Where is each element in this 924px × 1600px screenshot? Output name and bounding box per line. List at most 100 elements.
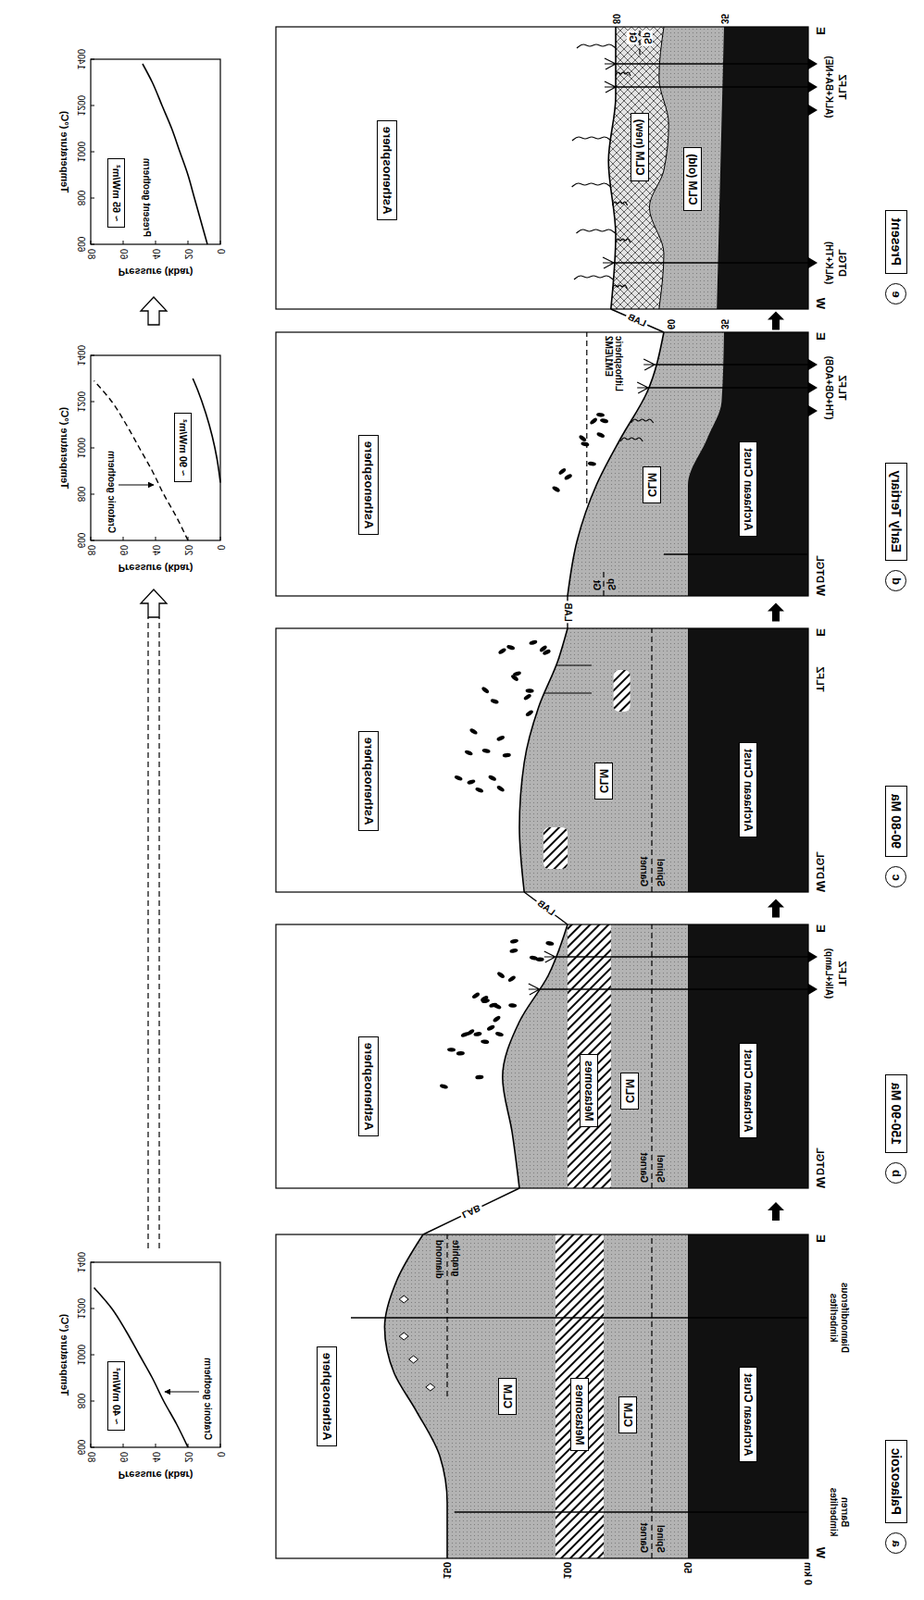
axis-tick: 1200 [74, 95, 87, 116]
magma-type-label: (ALK+TH) [823, 241, 835, 285]
axis-tick: 1400 [74, 49, 87, 70]
curve-label: Present geotherm [140, 158, 152, 238]
node-label: b [887, 1164, 907, 1185]
depth-mark: 35 [718, 319, 730, 330]
node-label: Metasomes [582, 1061, 596, 1122]
axis-tick: 1200 [74, 1298, 87, 1320]
side-letter: W [813, 1548, 828, 1560]
time-slice-section [275, 1235, 809, 1560]
depth-mark: 60 [664, 319, 676, 330]
fault-zone-label: DTGL [814, 851, 827, 880]
mantle-label-box: CLM [498, 1378, 517, 1416]
depth-mark: 80 [610, 13, 622, 25]
axis-tick: 1400 [74, 345, 87, 366]
fault-zone-label: TLFZ [836, 961, 850, 987]
axis-tick: 60 [117, 545, 129, 556]
axis-title: Temperature (°C) [59, 407, 72, 490]
axis-tick: 20 [182, 249, 194, 260]
time-arrow [140, 297, 167, 1249]
time-slice-section [275, 26, 818, 310]
axis-tick: 0 [214, 545, 226, 551]
time-slice-section [275, 924, 818, 1189]
axis-tick: 800 [74, 1394, 87, 1411]
magma-type-label: (ALK+BA+NE) [823, 55, 835, 118]
side-letter: E [813, 924, 828, 934]
axis-tick: 40 [149, 249, 162, 260]
panel-letter-circle: d [886, 571, 908, 593]
facies-label: Garnet [637, 1151, 650, 1186]
node-label: d [887, 572, 907, 592]
mantle-label-box: CLM (new) [630, 112, 650, 183]
panel-letter-circle: a [886, 1534, 908, 1556]
side-letter: W [813, 881, 828, 893]
curve-label: Cratonic geotherm [105, 450, 117, 534]
axis-tick: 1000 [74, 141, 87, 163]
fault-zone-label: DTGL [814, 555, 827, 584]
period-title-box: Early Tertiary [885, 462, 909, 562]
pt-plot [90, 1262, 221, 1449]
time-slice-section [275, 628, 809, 893]
facies-label: Garnet [637, 855, 650, 889]
node-label: ~ 40 mW/m² [110, 1368, 123, 1425]
metasome-label-box: Metasomes [579, 1054, 599, 1128]
magma-type-label: (TH+OB+AOB) [823, 356, 835, 421]
side-letter: E [813, 1235, 828, 1244]
mantle-label-box: CLM [620, 1073, 639, 1111]
lab-label: LAB [458, 1201, 484, 1222]
heat-flow-box: ~ 65 mW/m² [107, 158, 125, 228]
node-label: CLM [500, 1385, 514, 1410]
node-label: Archaean Crust [741, 448, 755, 531]
node-label: Early Tertiary [888, 471, 905, 553]
axis-tick: 80 [85, 1452, 97, 1463]
facies-label: Spinel [654, 1153, 666, 1186]
source-label: Lithospheric EM1/EM2 [602, 336, 625, 411]
axis-tick: 1000 [74, 1345, 87, 1366]
axis-title: Pressure (kbar) [118, 266, 194, 279]
mantle-label-box: CLM [594, 762, 613, 800]
node-label: ~ 65 mW/m² [110, 164, 123, 222]
asthenosphere-label-box: Asthenosphere [316, 1347, 338, 1449]
depth-tick: 50 [682, 1562, 695, 1574]
axis-tick: 1200 [74, 391, 87, 413]
node-label: Asthenosphere [319, 1353, 335, 1442]
side-letter: E [813, 332, 828, 341]
axis-tick: 600 [74, 1440, 87, 1457]
axis-title: Temperature (°C) [59, 1314, 72, 1398]
mantle-label-box: CLM [618, 1397, 637, 1435]
axis-tick: 0 [214, 1452, 226, 1459]
fault-zone-label: DTGL [814, 1148, 827, 1176]
depth-mark: 35 [718, 13, 730, 25]
node-label: e [887, 285, 907, 305]
axis-tick: 0 [214, 249, 226, 255]
node-label: Present [888, 218, 905, 266]
depth-tick: 150 [441, 1562, 454, 1580]
axis-tick: 800 [74, 486, 87, 503]
axis-tick: 800 [74, 190, 87, 207]
axis-tick: 60 [117, 249, 129, 260]
kimberlite-label: Diamondiferous kimberlites [828, 1270, 850, 1367]
depth-tick: 100 [561, 1562, 575, 1580]
node-label: CLM [597, 769, 611, 794]
side-letter: W [813, 298, 828, 310]
mantle-label-box: CLM [642, 466, 662, 504]
pt-plot [90, 59, 221, 245]
axis-tick: 80 [85, 249, 97, 260]
node-label: ~ 90 mW/m² [176, 419, 189, 476]
asthenosphere-label-box: Asthenosphere [358, 435, 379, 537]
node-label: Metasomes [573, 1385, 587, 1446]
axis-tick: 40 [149, 545, 162, 556]
node-label: CLM [621, 1403, 635, 1428]
lab-label: LAB [624, 311, 650, 330]
axis-tick: 20 [182, 545, 194, 556]
depth-tick: 0 km [802, 1562, 815, 1586]
axis-tick: 600 [74, 237, 87, 253]
lab-label: LAB [561, 600, 574, 625]
node-label: Asthenosphere [379, 126, 395, 215]
node-label: Palaeozoic [888, 1448, 905, 1516]
axis-tick: 600 [74, 533, 87, 550]
transition-label: graphite [449, 1238, 462, 1279]
axis-tick: 1400 [74, 1252, 87, 1274]
axis-tick: 20 [182, 1452, 194, 1463]
period-title-box: Present [885, 210, 909, 275]
